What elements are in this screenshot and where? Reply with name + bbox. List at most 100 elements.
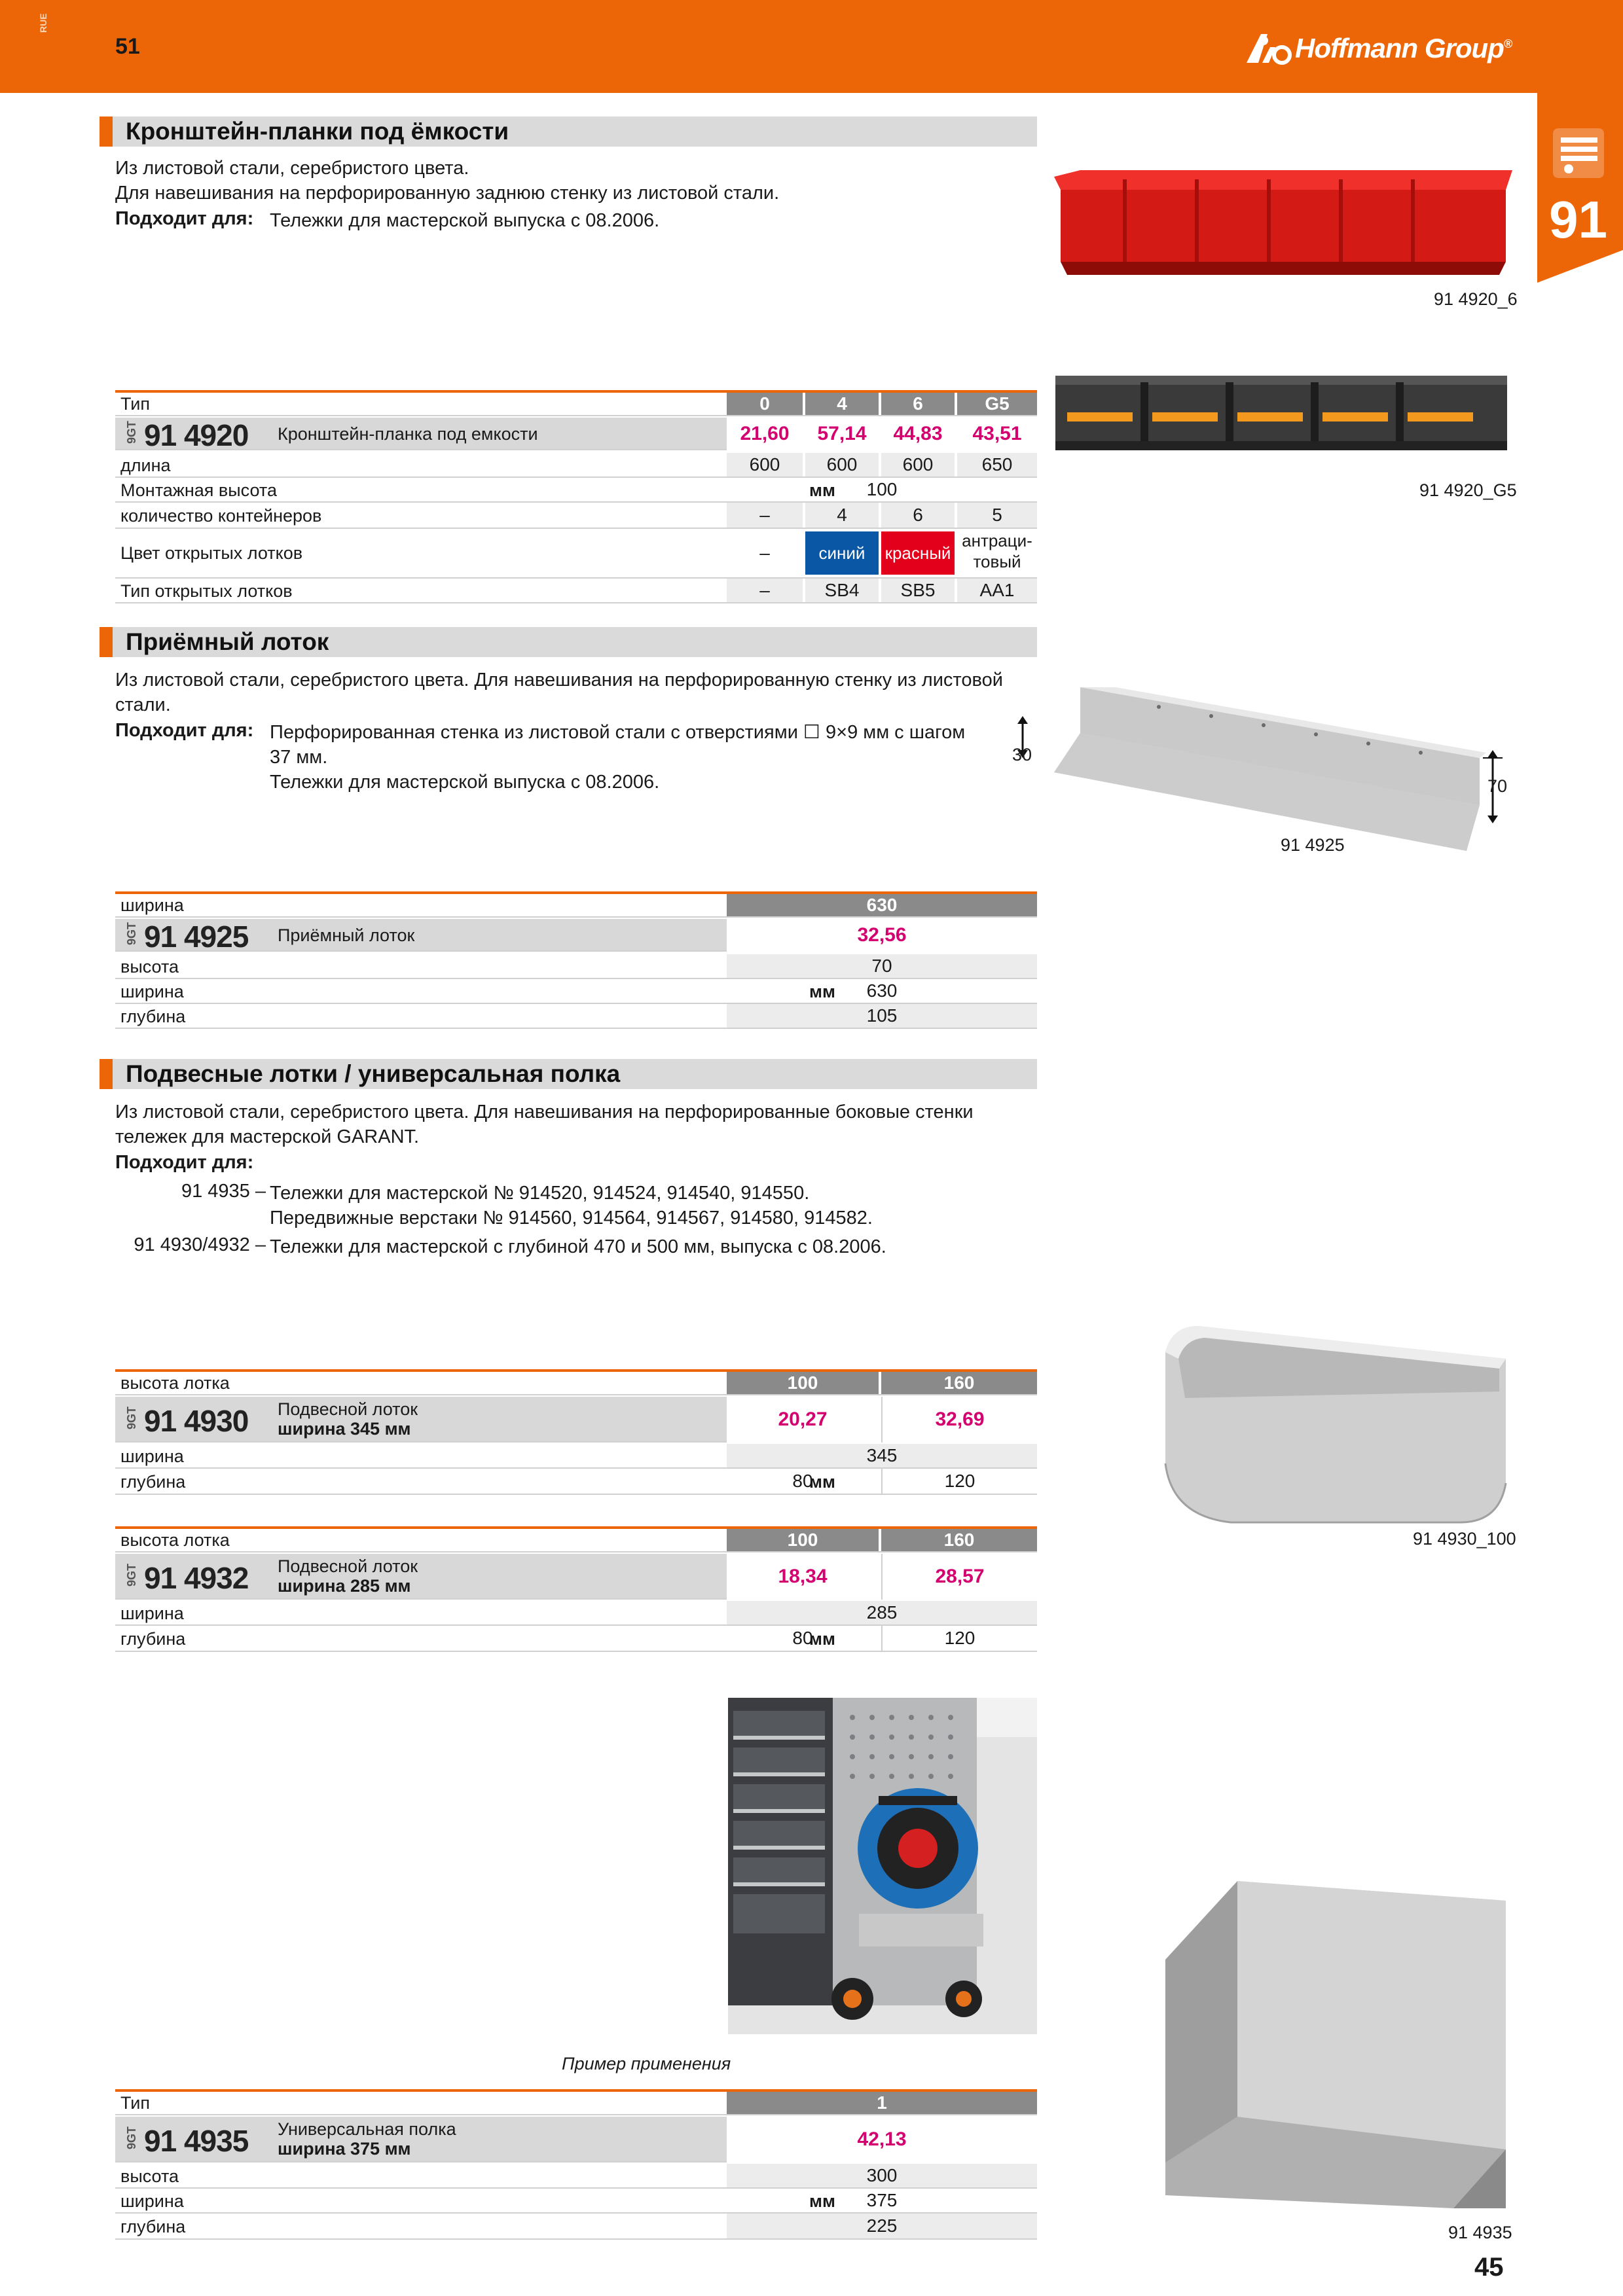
cell: 80 — [792, 1471, 813, 1491]
img-code-4925: 91 4925 — [1281, 835, 1345, 855]
section-title-bracket-rails: Кронштейн-планки под ёмкости — [100, 117, 1037, 147]
table-row: высота мм 70 — [115, 954, 1037, 979]
article-row[interactable]: 9GT 91 4920 Кронштейн-планка под емкости — [115, 418, 727, 452]
application-photo — [728, 1698, 1037, 2034]
sec3-ref-line: Передвижные верстаки № 914560, 914564, 9… — [270, 1208, 873, 1229]
article-row[interactable]: 9GT 91 4925 Приёмный лоток — [115, 919, 727, 954]
art-prefix: 9GT — [125, 1563, 139, 1587]
row-label: ширина — [120, 982, 184, 1001]
sec3-ref-line: Тележки для мастерской № 914520, 914524,… — [270, 1183, 810, 1204]
article-row[interactable]: 9GT 91 4932 Подвесной лоток ширина 285 м… — [115, 1554, 727, 1600]
art-prefix: 9GT — [125, 420, 139, 444]
table-914925: ширина мм 630 9GT 91 4925 Приёмный лоток… — [115, 891, 1037, 1035]
table-row: высота лотка мм 100 160 — [115, 1372, 1037, 1395]
table-row: ширина мм 345 — [115, 1444, 1037, 1469]
cell: 4 — [805, 503, 879, 528]
cell: 120 — [881, 1626, 1037, 1651]
row-unit: мм — [809, 480, 835, 500]
cell: 100 — [866, 479, 898, 499]
type-6: 6 — [881, 393, 955, 415]
width-header: 630 — [727, 894, 1037, 916]
row-label: глубина — [120, 1007, 186, 1026]
art-prefix: 9GT — [125, 1406, 139, 1430]
price: 42,13 — [857, 2128, 907, 2150]
art-prefix: 9GT — [125, 922, 139, 946]
type-g5: G5 — [957, 393, 1037, 415]
cell: – — [759, 543, 770, 563]
side-code: RUE — [38, 13, 48, 33]
cell: SB4 — [805, 579, 879, 602]
table-row: Тип 0 4 6 G5 — [115, 393, 1037, 416]
row-label: ширина — [120, 1604, 184, 1623]
sec3-ref-line: Тележки для мастерской с глубиной 470 и … — [270, 1236, 886, 1257]
price: 18,34 — [778, 1566, 828, 1587]
table-row: длина мм 600 600 600 650 — [115, 453, 1037, 478]
row-label: глубина — [120, 1629, 186, 1649]
article-description: Кронштейн-планка под емкости — [278, 424, 538, 444]
table-row: высота лотка мм 100 160 — [115, 1529, 1037, 1552]
height-header: 160 — [881, 1529, 1037, 1551]
table-914930: высота лотка мм 100 160 9GT 91 4930 Подв… — [115, 1369, 1037, 1500]
table-row: Тип 1 — [115, 2092, 1037, 2115]
cell: 285 — [727, 1601, 1037, 1624]
sec1-desc-line: Для навешивания на перфорированную задню… — [115, 183, 780, 204]
article-row[interactable]: 9GT 91 4930 Подвесной лоток ширина 345 м… — [115, 1397, 727, 1443]
price: 20,27 — [778, 1408, 828, 1430]
row-label: Цвет открытых лотков — [120, 543, 303, 563]
table-914920: Тип 0 4 6 G5 9GT 91 4920 Кронштейн-планк… — [115, 390, 1037, 606]
price: 44,83 — [893, 423, 943, 444]
row-unit: мм — [809, 982, 835, 1001]
cell: 375 — [866, 2190, 898, 2210]
row-label: Монтажная высота — [120, 480, 277, 500]
color-anthracite: антраци- товый — [957, 530, 1037, 576]
row-label: высота лотка — [120, 1530, 230, 1550]
page-number-bottom: 45 — [1474, 2253, 1504, 2282]
receiving-tray-image — [1017, 687, 1503, 851]
sec2-fit-line: Тележки для мастерской выпуска с 08.2006… — [270, 772, 660, 793]
black-bins-image — [1055, 376, 1507, 450]
cell: 650 — [957, 453, 1037, 476]
row-label: ширина — [120, 895, 184, 915]
cell: – — [727, 579, 803, 602]
price: 57,14 — [817, 423, 867, 444]
cell: 105 — [727, 1004, 1037, 1028]
price: 32,69 — [881, 1397, 1037, 1443]
cell: 70 — [727, 954, 1037, 978]
sec2-fit-line: Перфорированная стенка из листовой стали… — [270, 722, 966, 743]
table-row: Цвет открытых лотков – синий красный ант… — [115, 529, 1037, 579]
type-label: Тип — [120, 394, 151, 414]
ref-code-4935: 91 4935 – — [181, 1181, 266, 1202]
row-label: высота — [120, 957, 179, 977]
article-width: ширина 285 мм — [278, 1576, 411, 1596]
row-unit: мм — [809, 1629, 835, 1649]
article-number: 91 4930 — [144, 1404, 249, 1438]
cell: 225 — [727, 2214, 1037, 2238]
cell: 80 — [792, 1628, 813, 1648]
sec1-desc-line: Из листовой стали, серебристого цвета. — [115, 158, 469, 179]
red-bins-image — [1054, 170, 1512, 275]
cell: 120 — [881, 1469, 1037, 1494]
chapter-number: 91 — [1549, 190, 1607, 249]
hoffmann-logo[interactable]: Hoffmann Group® — [1244, 30, 1512, 67]
table-row: высота мм 300 — [115, 2164, 1037, 2189]
price: 28,57 — [881, 1554, 1037, 1600]
price: 21,60 — [740, 423, 790, 444]
table-row: ширина мм 630 — [115, 979, 1037, 1004]
chapter-tab[interactable] — [1537, 93, 1623, 313]
article-number: 91 4932 — [144, 1561, 249, 1595]
table-row: глубина мм 105 — [115, 1004, 1037, 1029]
universal-shelf-image — [1165, 1881, 1506, 2208]
sec2-fit-line: 37 мм. — [270, 747, 328, 768]
height-header: 100 — [727, 1372, 879, 1394]
sec1-fit-label: Подходит для: — [115, 208, 254, 229]
article-row[interactable]: 9GT 91 4935 Универсальная полка ширина 3… — [115, 2117, 727, 2162]
dim-left-label: 30 — [1012, 745, 1032, 764]
color-anthracite-line: антраци- — [962, 531, 1032, 550]
header-bar — [0, 0, 1623, 93]
row-label: глубина — [120, 1472, 186, 1492]
table-row: глубина мм 225 — [115, 2214, 1037, 2240]
dim-right-label: 70 — [1487, 776, 1508, 796]
row-label: Тип открытых лотков — [120, 581, 293, 601]
img-code-4935: 91 4935 — [1448, 2223, 1512, 2242]
sec1-fit-text: Тележки для мастерской выпуска с 08.2006… — [270, 210, 660, 231]
